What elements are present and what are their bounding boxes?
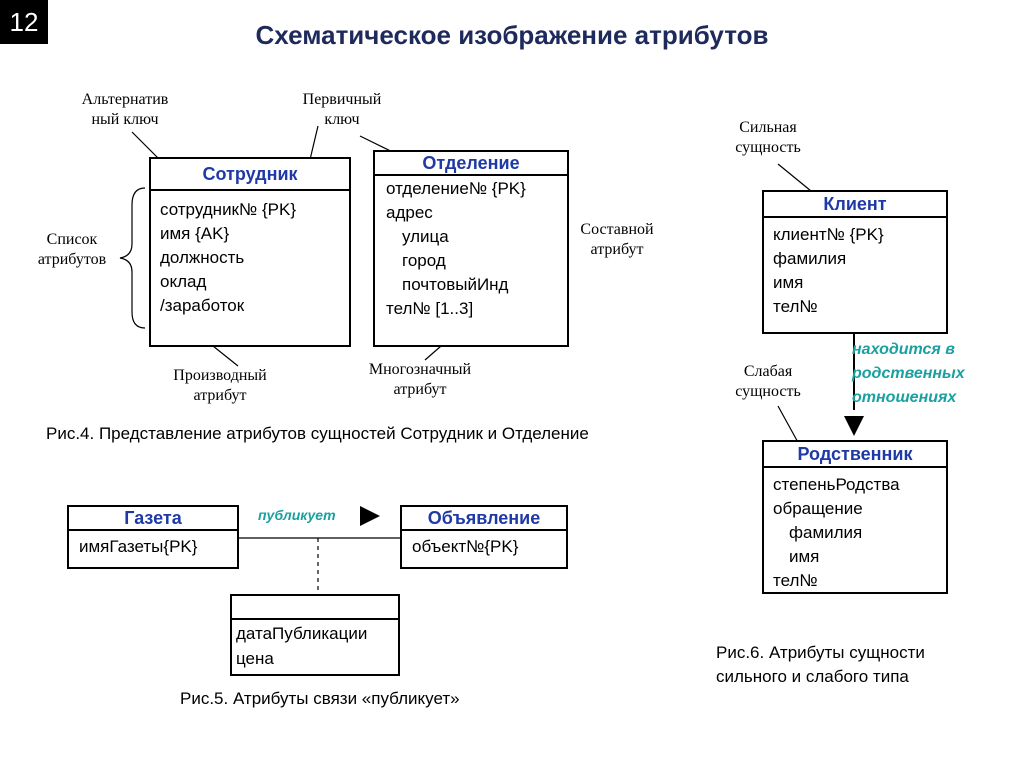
relative-attr: имя <box>789 547 820 566</box>
entity-client-name: Клиент <box>764 192 946 218</box>
department-attr: улица <box>402 227 449 246</box>
employee-attr: /заработок <box>160 296 245 315</box>
client-attr: имя <box>773 273 804 292</box>
relative-attr: тел№ <box>773 571 818 590</box>
entity-department-name: Отделение <box>375 152 567 176</box>
relative-attr: обращение <box>773 499 863 518</box>
department-attr: почтовыйИнд <box>402 275 509 294</box>
slide-title: Схематическое изображение атрибутов <box>255 20 769 50</box>
client-attr: тел№ <box>773 297 818 316</box>
department-attr: адрес <box>386 203 433 222</box>
client-attr: фамилия <box>773 249 847 268</box>
department-attr: отделение№ {PK} <box>386 179 526 198</box>
entity-ad: Объявление объект№{PK} <box>400 505 568 569</box>
employee-attr: оклад <box>160 272 207 291</box>
ad-attr: объект№{PK} <box>412 537 519 556</box>
slide-number: 12 <box>0 0 48 44</box>
newspaper-attr: имяГазеты{PK} <box>79 537 198 556</box>
employee-attr: сотрудник№ {PK} <box>160 200 296 219</box>
fig4-caption: Рис.4. Представление атрибутов сущностей… <box>46 424 589 443</box>
employee-attr: имя {AK} <box>160 224 230 243</box>
relative-attr: степеньРодства <box>773 475 900 494</box>
entity-relative-name: Родственник <box>764 442 946 468</box>
entity-ad-name: Объявление <box>402 507 566 531</box>
entity-employee-name: Сотрудник <box>151 159 349 191</box>
entity-newspaper: Газета имяГазеты{PK} <box>67 505 239 569</box>
link-attributes-box: датаПубликации цена <box>230 594 400 676</box>
employee-attr: должность <box>160 248 245 267</box>
relation-publishes: публикует <box>258 507 336 523</box>
entity-department: Отделение отделение№ {PK} адрес улица го… <box>373 150 569 347</box>
client-attr: клиент№ {PK} <box>773 225 884 244</box>
department-attr: тел№ [1..3] <box>386 299 474 318</box>
department-attr: город <box>402 251 446 270</box>
link-attr: цена <box>236 649 274 668</box>
entity-employee: Сотрудник сотрудник№ {PK} имя {AK} должн… <box>149 157 351 347</box>
link-attributes-header <box>232 596 398 620</box>
relative-attr: фамилия <box>789 523 863 542</box>
entity-newspaper-name: Газета <box>69 507 237 531</box>
link-attr: датаПубликации <box>236 624 368 643</box>
fig5-caption: Рис.5. Атрибуты связи «публикует» <box>180 689 460 708</box>
entity-client: Клиент клиент№ {PK} фамилия имя тел№ <box>762 190 948 334</box>
entity-relative: Родственник степеньРодства обращение фам… <box>762 440 948 594</box>
